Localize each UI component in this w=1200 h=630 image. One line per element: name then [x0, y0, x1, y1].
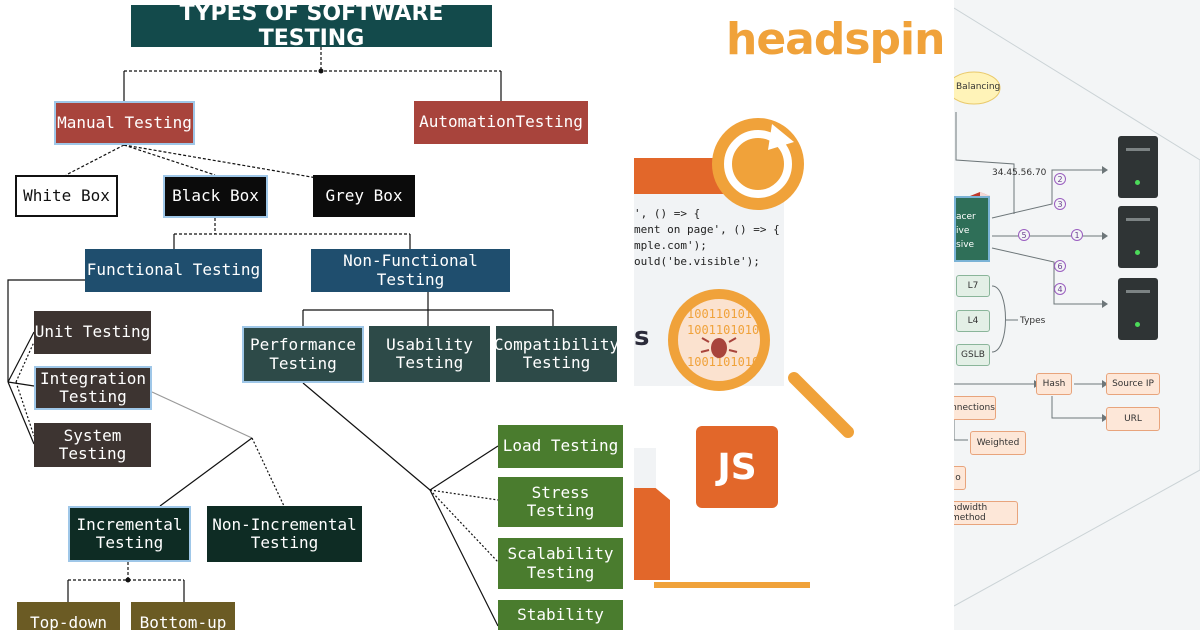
partial-box: o	[954, 466, 966, 490]
hash-box: Hash	[1036, 373, 1072, 395]
server-2-icon	[1118, 206, 1158, 268]
connector-integration	[7, 381, 35, 387]
incremental-testing-node: Incremental Testing	[68, 506, 191, 562]
non-incremental-testing-node: Non-Incremental Testing	[207, 506, 362, 562]
top-down-node: Top-down	[17, 602, 120, 630]
step-6-badge: 6	[1054, 260, 1066, 272]
hexagon-outline	[954, 7, 1200, 607]
orange-base-line	[654, 582, 810, 588]
manual-testing-node: Manual Testing	[54, 101, 195, 145]
cloud-icon	[954, 71, 1001, 105]
connector-scalability	[429, 489, 499, 563]
l4-box: L4	[956, 310, 990, 332]
headspin-illustration: headspin ', () => { ment on page', () =>…	[634, 0, 954, 630]
line-to-server-3	[991, 247, 1102, 305]
line-types-bracket	[991, 285, 1006, 353]
javascript-badge: JS	[696, 426, 778, 508]
connector-load	[429, 445, 499, 491]
connector-functional-split	[174, 218, 410, 235]
connector-integration-split	[151, 391, 253, 439]
connections-box: nnections	[954, 396, 996, 420]
refresh-icon	[712, 118, 804, 210]
binary-text-row-3: 1001101010	[687, 355, 759, 369]
scalability-testing-node: Scalability Testing	[498, 538, 623, 589]
unit-testing-node: Unit Testing	[34, 311, 151, 354]
step-1-badge: 1	[1071, 229, 1083, 241]
bandwidth-method-box: ndwidth method	[954, 501, 1018, 525]
connector-unit	[7, 331, 35, 383]
binary-text-row-2: 1001101010	[687, 323, 759, 337]
ip-address-label: 34.45.56.70	[992, 168, 1047, 178]
connector-black-box	[123, 144, 216, 176]
binary-text-row-1: 1001101010	[687, 307, 759, 321]
step-2-badge: 2	[1054, 173, 1066, 185]
envelope-icon	[634, 448, 670, 580]
source-ip-box: Source IP	[1106, 373, 1160, 395]
load-balancer-node: acer ive sive	[954, 196, 990, 262]
load-testing-node: Load Testing	[498, 425, 623, 468]
connector-functional-tree	[7, 279, 85, 382]
code-card-header	[634, 158, 726, 194]
illustration-graphics: 1001101010 1001101010 1001101010	[634, 118, 854, 588]
performance-testing-node: Performance Testing	[242, 326, 364, 383]
headspin-logo: headspin	[726, 14, 945, 65]
connector-incremental	[159, 437, 253, 507]
bottom-up-node: Bottom-up	[131, 602, 235, 630]
junction-dot-incremental	[125, 577, 131, 583]
url-box: URL	[1106, 407, 1160, 431]
types-label: Types	[1020, 316, 1046, 326]
connector-performance-fan	[302, 382, 431, 491]
connector-non-incremental	[251, 437, 285, 507]
code-snippet: ', () => { ment on page', () => { mple.c…	[634, 207, 780, 268]
line-to-server-1	[991, 169, 1102, 219]
connector-nf-tree	[303, 292, 553, 311]
grey-box-node: Grey Box	[313, 175, 415, 217]
line-hash-url	[1051, 396, 1102, 419]
connector-system	[7, 381, 35, 445]
line-weighted	[954, 420, 968, 441]
weighted-box: Weighted	[970, 431, 1026, 455]
l7-box: L7	[956, 275, 990, 297]
connector-incremental-tree	[68, 562, 184, 581]
compatibility-testing-node: Compatibility Testing	[494, 326, 619, 382]
software-testing-diagram: TYPES OF SOFTWARE TESTING Manual Testing…	[7, 1, 623, 630]
stress-testing-node: Stress Testing	[498, 477, 623, 527]
connector-unit-dotted	[15, 341, 35, 383]
system-testing-node: System Testing	[34, 423, 151, 467]
step-5-badge: 5	[1018, 229, 1030, 241]
non-functional-testing-node: Non-Functional Testing	[311, 249, 510, 292]
gslb-box: GSLB	[956, 344, 990, 366]
load-balancer-lines	[954, 7, 1200, 607]
connector-stress	[429, 489, 499, 501]
server-1-icon	[1118, 136, 1158, 198]
connector-stability	[429, 489, 499, 627]
step-4-badge: 4	[1054, 283, 1066, 295]
junction-dot-title	[318, 68, 324, 74]
magnifier-bug-icon: 1001101010 1001101010 1001101010	[668, 289, 854, 438]
diagram-title: TYPES OF SOFTWARE TESTING	[131, 1, 492, 51]
balancing-label: Balancing	[956, 82, 1001, 92]
connector-system-dotted	[15, 381, 35, 437]
black-box-node: Black Box	[163, 175, 268, 218]
server-3-icon	[1118, 278, 1158, 340]
load-balancing-diagram: Balancing 34.45.56.70 acer ive sive 2 3 …	[954, 0, 1200, 630]
stability-testing-node: Stability	[498, 600, 623, 630]
step-3-badge: 3	[1054, 198, 1066, 210]
integration-testing-node: Integration Testing	[34, 366, 152, 410]
connector-white-box	[65, 144, 125, 176]
functional-testing-node: Functional Testing	[85, 249, 262, 292]
partial-heading-letter: s	[634, 322, 650, 352]
white-box-node: White Box	[15, 175, 118, 217]
automation-testing-node: AutomationTesting	[414, 101, 588, 144]
line-cloud-down	[955, 112, 1015, 214]
usability-testing-node: Usability Testing	[369, 326, 490, 382]
